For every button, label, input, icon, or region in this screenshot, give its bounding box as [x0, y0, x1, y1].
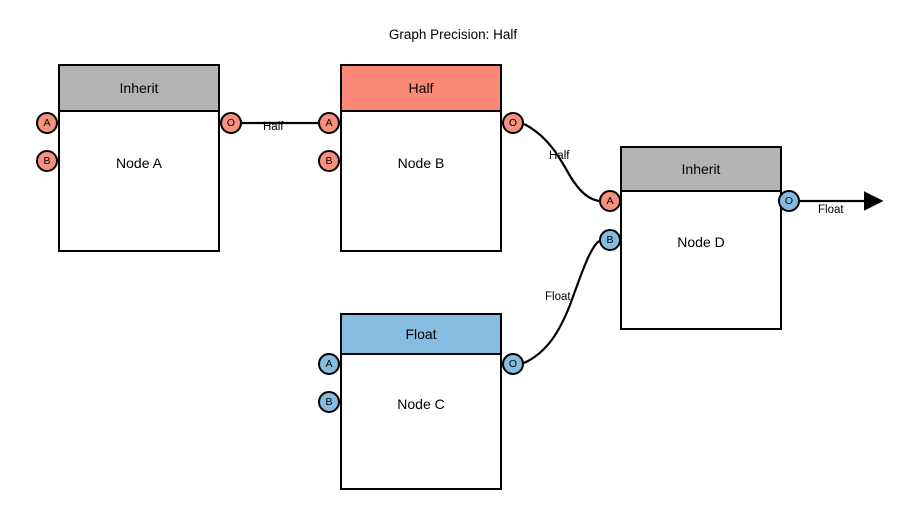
edge-label-edge-b-to-d: Half — [549, 150, 570, 162]
port-o-node-a[interactable]: O — [220, 112, 242, 134]
node-label: Node B — [397, 155, 445, 171]
port-b-node-d[interactable]: B — [599, 229, 621, 251]
node-header-precision[interactable]: Inherit — [622, 148, 780, 192]
edge-label-edge-c-to-d: Float — [545, 291, 571, 303]
port-o-node-b[interactable]: O — [502, 112, 524, 134]
port-b-node-b[interactable]: B — [318, 150, 340, 172]
edge-label-edge-d-output: Float — [818, 204, 844, 216]
node-body: Node A — [60, 112, 218, 250]
port-a-node-b[interactable]: A — [318, 112, 340, 134]
port-o-node-d[interactable]: O — [778, 190, 800, 212]
node-header-precision[interactable]: Inherit — [60, 66, 218, 112]
node-body: Node D — [622, 192, 780, 328]
port-b-node-c[interactable]: B — [318, 391, 340, 413]
node-label: Node D — [677, 234, 725, 250]
port-a-node-a[interactable]: A — [36, 112, 58, 134]
port-o-node-c[interactable]: O — [502, 353, 524, 375]
node-label: Node A — [116, 155, 162, 171]
node-body: Node C — [342, 355, 500, 488]
node-header-precision[interactable]: Float — [342, 315, 500, 355]
edge-label-edge-a-to-b: Half — [263, 121, 284, 133]
node-body: Node B — [342, 112, 500, 250]
port-a-node-c[interactable]: A — [318, 353, 340, 375]
port-b-node-a[interactable]: B — [36, 150, 58, 172]
edge-b-to-d[interactable] — [523, 123, 600, 203]
port-a-node-d[interactable]: A — [599, 190, 621, 212]
page-title: Graph Precision: Half — [388, 27, 518, 42]
node-header-precision[interactable]: Half — [342, 66, 500, 112]
node-label: Node C — [397, 396, 445, 412]
